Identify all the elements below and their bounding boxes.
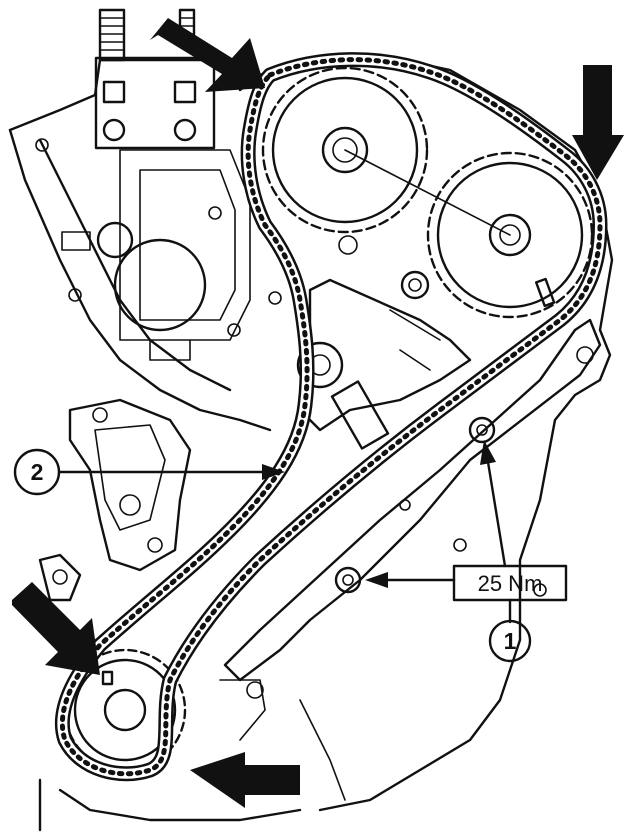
camshaft-sprocket-exhaust	[426, 151, 594, 319]
top-bracket	[94, 8, 216, 150]
chain-tensioner	[296, 278, 472, 450]
torque-callout: 25 Nm 1	[365, 440, 568, 663]
camshaft-sprocket-intake	[261, 66, 511, 255]
alignment-arrow-top-right	[572, 65, 624, 180]
idler-bolt-center	[408, 278, 422, 292]
chain-guide-rail	[223, 318, 602, 682]
callout-2-label: 2	[31, 459, 44, 485]
alignment-arrow-top-left	[150, 18, 265, 92]
alignment-arrow-bottom-left	[12, 582, 100, 675]
timing-chain	[54, 52, 608, 782]
alignment-arrow-bottom-right	[190, 752, 300, 808]
engine-casting	[8, 53, 614, 812]
callout-1-label: 1	[504, 628, 517, 654]
idler-bolt	[400, 270, 430, 300]
torque-label: 25 Nm	[478, 571, 543, 596]
callout-2: 2	[13, 448, 285, 496]
lower-casting	[38, 398, 346, 832]
